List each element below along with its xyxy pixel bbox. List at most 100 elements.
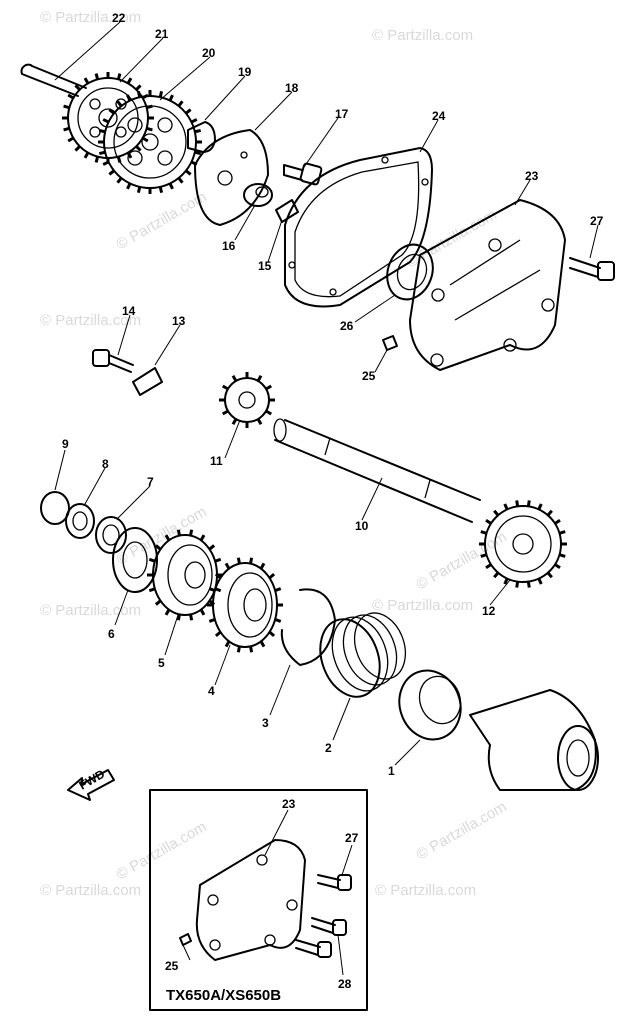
- gear-tooth: [493, 571, 500, 579]
- callout-8: 8: [102, 457, 109, 471]
- gear-tooth: [526, 581, 531, 588]
- part-17-bolt: [283, 162, 323, 186]
- gear-tooth: [141, 93, 149, 100]
- gear-tooth: [148, 587, 156, 593]
- inset-title: TX650A/XS650B: [166, 987, 281, 1004]
- gear-tooth: [136, 186, 142, 194]
- part-27-bolt: [569, 257, 615, 281]
- gear-tooth: [480, 553, 487, 558]
- gear-tooth: [515, 581, 520, 588]
- callout-16: 16: [222, 239, 236, 253]
- callout-12: 12: [482, 604, 496, 618]
- gear-tooth: [526, 500, 531, 507]
- gear-tooth: [222, 384, 229, 391]
- callout-6: 6: [108, 627, 115, 641]
- gear-tooth: [256, 375, 263, 382]
- gear-tooth: [126, 94, 132, 102]
- gear-tooth: [515, 500, 520, 507]
- gear-tooth: [199, 534, 206, 542]
- gear-tooth: [98, 128, 106, 134]
- gear-tooth: [189, 529, 194, 536]
- part-22-shaft: [20, 63, 87, 97]
- gear-tooth: [214, 630, 222, 638]
- gear-tooth: [177, 177, 184, 184]
- gear-tooth: [176, 529, 181, 536]
- gear-tooth: [94, 156, 100, 163]
- callout-4: 4: [208, 684, 215, 698]
- gear-tooth: [208, 587, 216, 593]
- callout-15: 15: [258, 259, 272, 273]
- callout-20: 20: [202, 46, 216, 60]
- gear-tooth: [231, 375, 238, 382]
- gear-tooth: [190, 118, 198, 124]
- gear-tooth: [222, 409, 229, 416]
- watermark: © Partzilla.com: [114, 188, 210, 253]
- inset-callout-23: 23: [282, 797, 296, 811]
- gear-tooth: [116, 100, 123, 107]
- gear-tooth: [493, 509, 500, 517]
- watermark: © Partzilla.com: [414, 798, 510, 863]
- gear-tooth: [208, 617, 216, 623]
- part-18-plate: [194, 129, 269, 226]
- part-8-washer: [65, 503, 95, 539]
- callout-11: 11: [210, 454, 223, 468]
- gear-tooth: [249, 557, 254, 564]
- gear-4-teeth: [207, 557, 283, 653]
- part-10-shaft: [273, 418, 481, 523]
- part-23-housing: [409, 199, 566, 371]
- gear-tooth: [485, 518, 492, 525]
- gear-tooth: [224, 640, 231, 648]
- callout-14: 14: [122, 304, 136, 318]
- part-24-gasket: [284, 147, 433, 308]
- gear-tooth: [208, 599, 216, 606]
- part-19-collar: [187, 121, 216, 153]
- gear-tooth: [126, 182, 132, 190]
- gear-tooth: [208, 544, 216, 551]
- gear-tooth: [146, 104, 153, 110]
- gear-tooth: [259, 562, 266, 570]
- gear-tooth: [199, 608, 206, 616]
- gear-tooth: [83, 77, 90, 85]
- gear-tooth: [546, 571, 553, 579]
- gear-tooth: [102, 118, 110, 124]
- callout-22: 22: [112, 11, 126, 25]
- watermark: © Partzilla.com: [40, 9, 141, 26]
- gear-tooth: [158, 90, 164, 98]
- part-26-seal: [386, 243, 434, 301]
- gear-tooth: [256, 418, 263, 425]
- gear-tooth: [164, 534, 171, 542]
- callout-19: 19: [238, 65, 252, 79]
- gear-tooth: [503, 503, 509, 511]
- watermarks: © Partzilla.com © Partzilla.com © Partzi…: [40, 9, 510, 899]
- watermark: © Partzilla.com: [372, 597, 473, 614]
- callout-21: 21: [155, 27, 169, 41]
- gear-tooth: [480, 530, 487, 535]
- gear-tooth: [214, 587, 222, 593]
- gear-tooth: [83, 151, 90, 159]
- callout-24: 24: [432, 109, 446, 123]
- part-9-circlip: [40, 491, 70, 525]
- gear-21-teeth: [62, 72, 154, 164]
- gear-tooth: [249, 646, 254, 653]
- callout-1: 1: [388, 764, 395, 778]
- gear-tooth: [259, 640, 266, 648]
- callout-10: 10: [355, 519, 369, 533]
- starter-motor: [469, 689, 599, 791]
- watermark: © Partzilla.com: [40, 312, 141, 329]
- gear-tooth: [141, 136, 149, 143]
- watermark: © Partzilla.com: [40, 882, 141, 899]
- part-25-pin: [382, 335, 398, 351]
- gear-tooth: [268, 630, 276, 638]
- part-7-washer: [95, 516, 127, 554]
- gear-tooth: [190, 160, 198, 166]
- gear-tooth: [126, 77, 133, 85]
- gear-tooth: [74, 145, 81, 152]
- gear-tooth: [265, 409, 272, 416]
- part-20-gear: [103, 95, 197, 189]
- gear-tooth: [116, 177, 123, 184]
- part-6-washer: [112, 527, 158, 593]
- gear-tooth: [116, 73, 122, 80]
- inset-callout-27: 27: [345, 831, 359, 845]
- callout-7: 7: [147, 475, 154, 489]
